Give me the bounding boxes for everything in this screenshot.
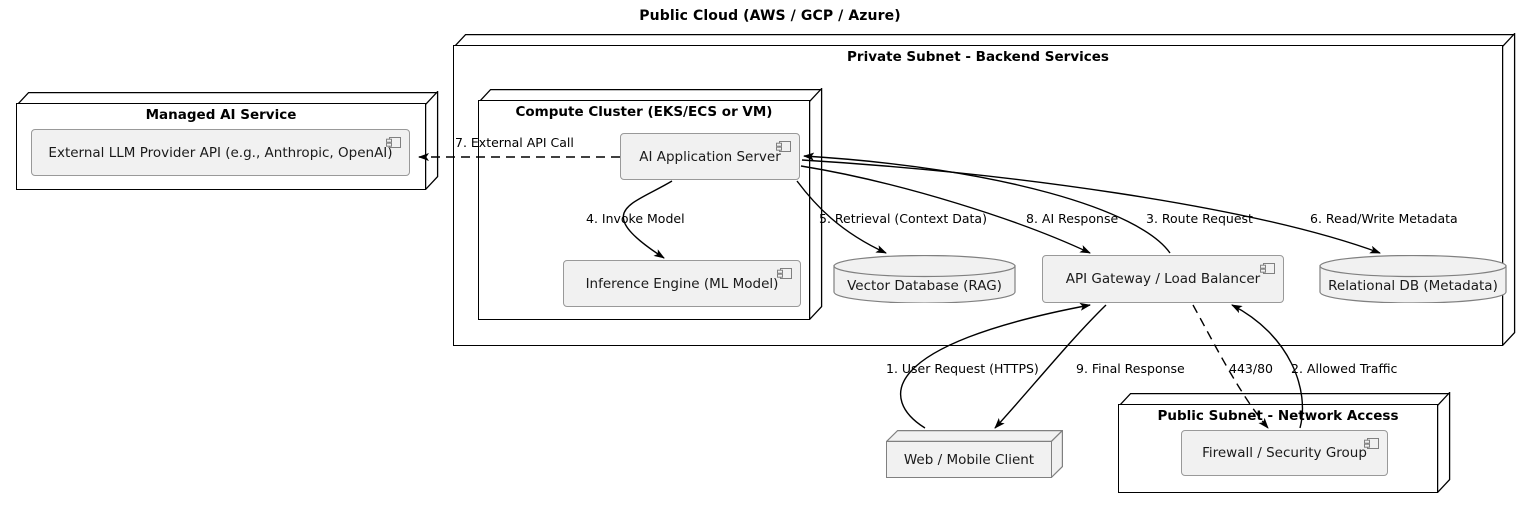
node-web-mobile-client[interactable]: Web / Mobile Client (886, 430, 1063, 478)
edge-label-invoke-model: 4. Invoke Model (586, 211, 685, 226)
edge-label-user-request-https: 1. User Request (HTTPS) (886, 361, 1039, 376)
database-relational-db[interactable]: Relational DB (Metadata) (1319, 254, 1507, 304)
component-inference-engine[interactable]: Inference Engine (ML Model) (563, 260, 801, 307)
relational-db-label: Relational DB (Metadata) (1328, 278, 1498, 294)
vector-db-label: Vector Database (RAG) (847, 278, 1002, 294)
edge-label-allowed-traffic: 2. Allowed Traffic (1291, 361, 1398, 376)
public-subnet-title: Public Subnet - Network Access (1157, 408, 1399, 424)
uml-component-icon (777, 268, 792, 279)
external-llm-label: External LLM Provider API (e.g., Anthrop… (48, 144, 393, 161)
web-client-front-face: Web / Mobile Client (886, 441, 1052, 478)
uml-component-icon (776, 141, 791, 152)
edge-label-external-api-call: 7. External API Call (455, 135, 574, 150)
component-api-gateway[interactable]: API Gateway / Load Balancer (1042, 255, 1284, 303)
private-subnet-title: Private Subnet - Backend Services (847, 49, 1109, 65)
compute-cluster-title: Compute Cluster (EKS/ECS or VM) (515, 104, 773, 120)
firewall-label: Firewall / Security Group (1202, 445, 1367, 461)
api-gateway-label: API Gateway / Load Balancer (1065, 271, 1261, 287)
edge-label-final-response: 9. Final Response (1076, 361, 1185, 376)
component-external-llm-provider-api[interactable]: External LLM Provider API (e.g., Anthrop… (31, 129, 410, 176)
uml-component-icon (1364, 438, 1379, 449)
ai-app-server-label: AI Application Server (639, 148, 781, 165)
cylinder-shape (1319, 254, 1507, 304)
inference-engine-label: Inference Engine (ML Model) (585, 275, 779, 292)
public-cloud-title: Public Cloud (AWS / GCP / Azure) (639, 8, 901, 24)
edge-label-route-request: 3. Route Request (1146, 211, 1253, 226)
edge-label-retrieval-context-data: 5. Retrieval (Context Data) (819, 211, 987, 226)
component-ai-application-server[interactable]: AI Application Server (620, 133, 800, 180)
managed-ai-side-face (425, 91, 439, 190)
component-firewall-security-group[interactable]: Firewall / Security Group (1181, 430, 1388, 476)
web-mobile-client-label: Web / Mobile Client (903, 451, 1035, 468)
edge-label-read-write-metadata: 6. Read/Write Metadata (1310, 211, 1458, 226)
compute-cluster-side-face (809, 88, 823, 320)
managed-ai-service-title: Managed AI Service (145, 107, 297, 123)
uml-component-icon (386, 137, 401, 148)
edge-label-ai-response: 8. AI Response (1026, 211, 1119, 226)
database-vector-db[interactable]: Vector Database (RAG) (833, 254, 1016, 304)
edge-label-443-80: 443/80 (1229, 361, 1273, 376)
uml-component-icon (1260, 263, 1275, 274)
public-subnet-side-face (1437, 392, 1451, 493)
cylinder-shape (833, 254, 1016, 304)
